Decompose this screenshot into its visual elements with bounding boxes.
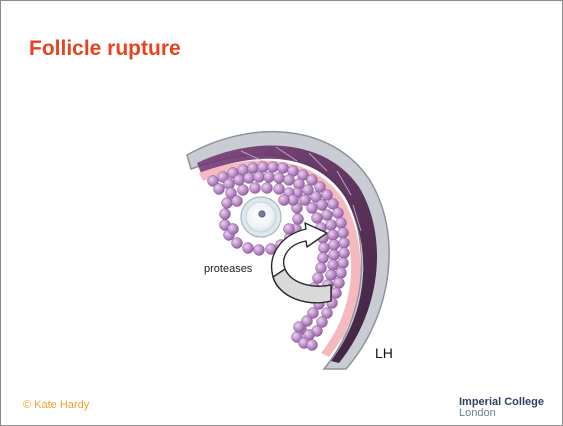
oocyte	[241, 197, 281, 237]
logo-line-2: London	[459, 408, 544, 419]
copyright-text: © Kate Hardy	[23, 399, 89, 411]
proteases-label: proteases	[204, 263, 252, 275]
imperial-college-logo: Imperial College London	[459, 397, 544, 419]
lh-label: LH	[375, 345, 393, 361]
